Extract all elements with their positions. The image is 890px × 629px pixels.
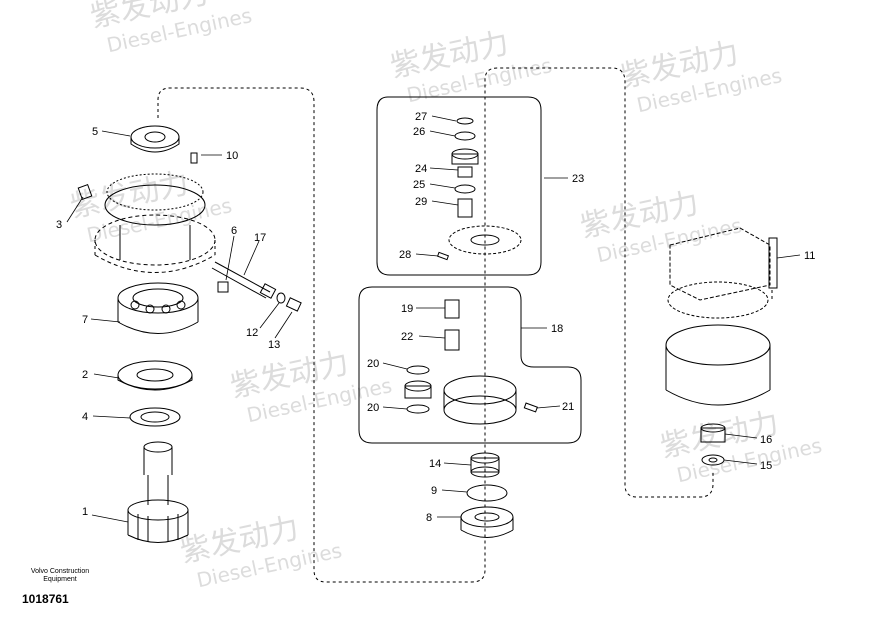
- part-1-shaft: [127, 441, 189, 543]
- callout-19: 19: [401, 303, 413, 315]
- callout-6: 6: [231, 225, 237, 237]
- callout-21: 21: [562, 401, 574, 413]
- callout-9: 9: [431, 485, 437, 497]
- callout-4: 4: [82, 411, 88, 423]
- callout-7: 7: [82, 314, 88, 326]
- callout-20-lower: 20: [367, 402, 379, 414]
- callout-13: 13: [268, 339, 280, 351]
- part-8-bearing: [460, 506, 514, 538]
- part-13-plug: [285, 297, 302, 312]
- callout-26: 26: [413, 126, 425, 138]
- callout-23: 23: [572, 173, 584, 185]
- inset-18-parts: [404, 299, 538, 425]
- part-9-oring: [466, 484, 508, 502]
- callout-20-upper: 20: [367, 358, 379, 370]
- part-17-rod: [211, 261, 277, 299]
- callout-3: 3: [56, 219, 62, 231]
- callout-16: 16: [760, 434, 772, 446]
- callout-28: 28: [399, 249, 411, 261]
- brand-line-1: Volvo Construction: [30, 568, 90, 575]
- part-11-bolt: [768, 237, 778, 289]
- inset-23-parts: [436, 117, 522, 261]
- callout-1: 1: [82, 506, 88, 518]
- inset-frame-18: [358, 286, 582, 444]
- callout-14: 14: [429, 458, 441, 470]
- part-5-washer: [130, 125, 180, 153]
- callout-15: 15: [760, 460, 772, 472]
- part-16-gear: [700, 423, 726, 443]
- callout-10: 10: [226, 150, 238, 162]
- motor-assembly: [665, 227, 771, 406]
- callout-25: 25: [413, 179, 425, 191]
- callout-8: 8: [426, 512, 432, 524]
- callout-11: 11: [804, 250, 815, 262]
- part-7-bearing: [117, 282, 199, 334]
- callout-29: 29: [415, 196, 427, 208]
- callout-24: 24: [415, 163, 427, 175]
- part-6-fitting: [217, 281, 229, 293]
- inset-frame-23: [376, 96, 542, 276]
- callout-labels: 1 2 3 4 5 6 7 8 9 10 11 12 13 14 15 16 1…: [56, 111, 815, 524]
- part-3-plug: [77, 184, 93, 200]
- part-4-washer: [129, 407, 181, 427]
- callout-22: 22: [401, 331, 413, 343]
- callout-17: 17: [254, 232, 266, 244]
- watermark-layer: 紫发动力 Diesel-Engines 紫发动力 Diesel-Engines …: [67, 0, 824, 592]
- leader-lines: [66, 115, 801, 523]
- ring-gear-housing: [94, 173, 216, 273]
- callout-2: 2: [82, 369, 88, 381]
- part-12-ring: [276, 292, 286, 304]
- assembly-path-main: [157, 67, 714, 583]
- callout-18: 18: [551, 323, 563, 335]
- brand-line-2: Equipment: [43, 576, 77, 583]
- part-2-plate: [117, 360, 193, 391]
- callout-12: 12: [246, 327, 258, 339]
- callout-27: 27: [415, 111, 427, 123]
- callout-5: 5: [92, 126, 98, 138]
- doc-number: 1018761: [22, 592, 69, 606]
- part-10-pin: [190, 152, 198, 164]
- footer: Volvo Construction Equipment 1018761: [22, 568, 112, 606]
